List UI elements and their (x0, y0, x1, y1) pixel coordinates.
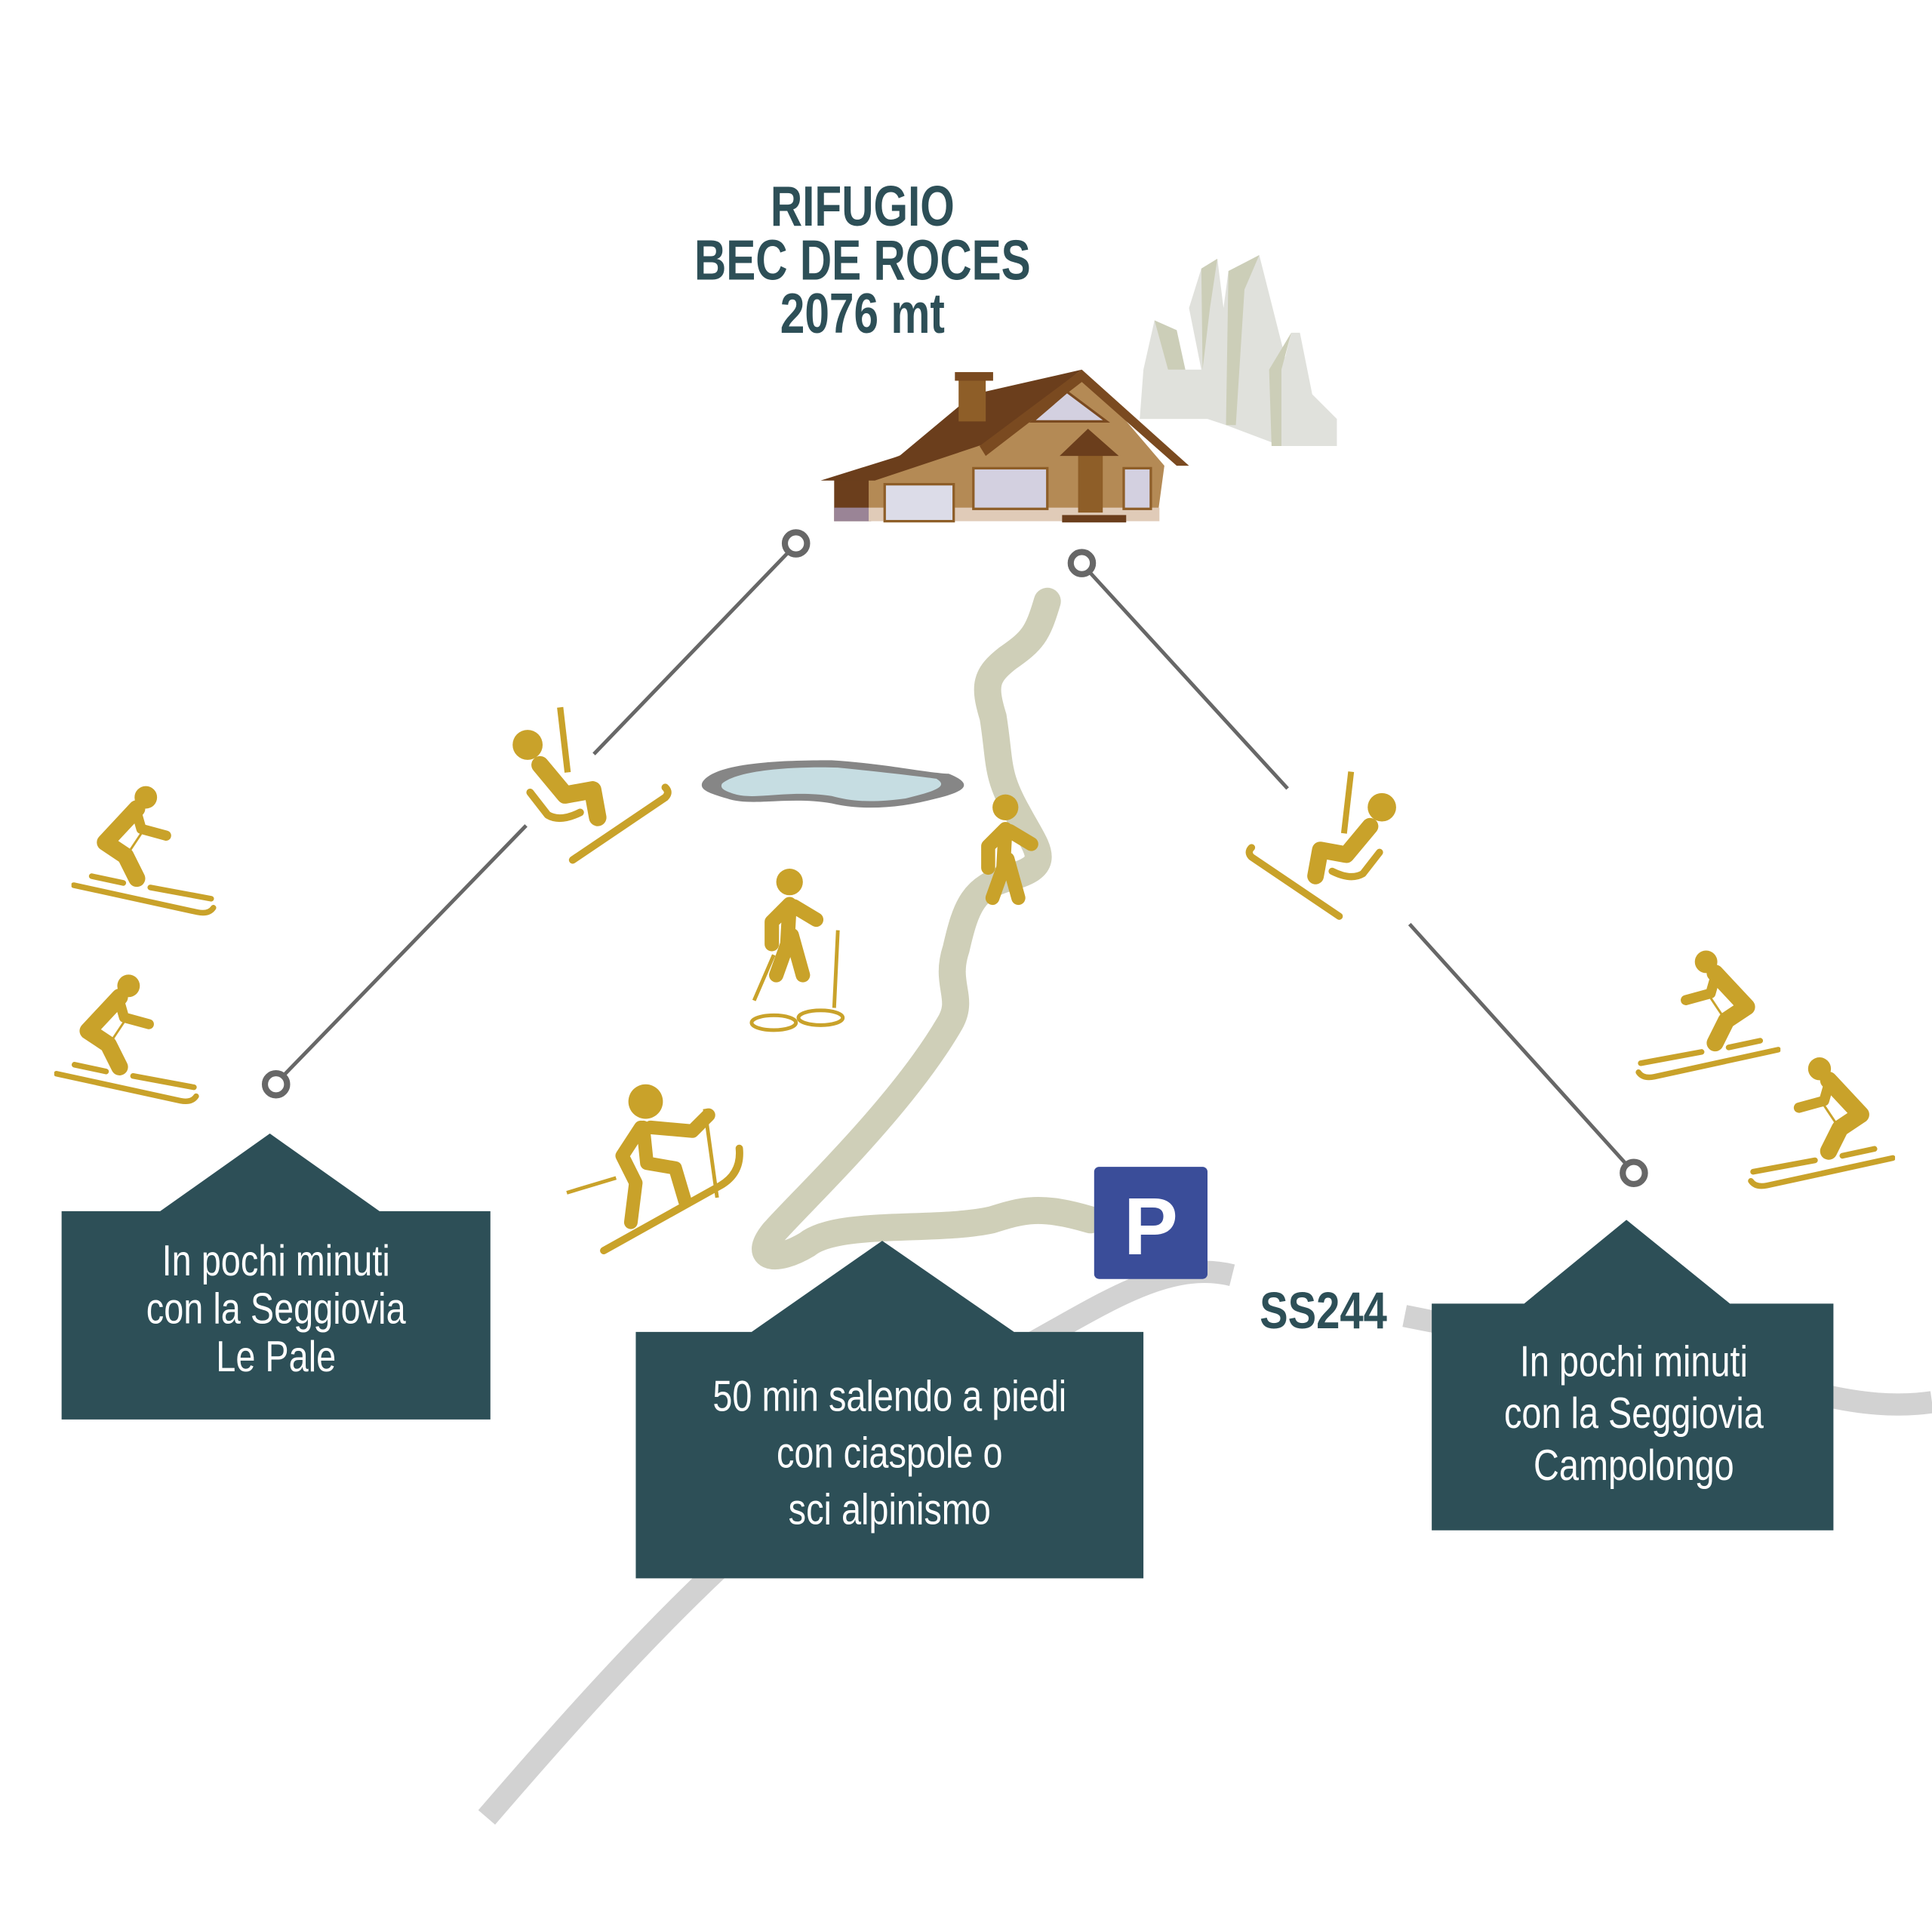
parking-sign: P (1094, 1167, 1208, 1279)
box-text-line: con la Seggiovia (146, 1285, 407, 1333)
box-text-line: sci alpinismo (789, 1486, 991, 1534)
lake (701, 760, 964, 808)
chairlift-rider-icon (1249, 772, 1396, 917)
hiking-poles-icon (752, 930, 840, 1008)
title-line-3: 2076 mt (780, 282, 945, 346)
chairlift-le-pale-bottom-station (261, 1069, 291, 1099)
info-box-campolongo: In pochi minuti con la Seggiovia Campolo… (1432, 1220, 1834, 1531)
box-text-line: In pochi minuti (162, 1237, 390, 1284)
box-text-line: Le Pale (216, 1334, 336, 1381)
box-text-line: In pochi minuti (1520, 1338, 1748, 1386)
rifugio-house-illustration (820, 369, 1189, 523)
hiking-trail (752, 587, 1104, 1270)
rifugio-title: RIFUGIO BEC DE ROCES 2076 mt (694, 175, 1031, 346)
chairlift-campolongo-bottom-station (1620, 1158, 1648, 1188)
skier-icon (57, 974, 196, 1101)
snowshoe-icon (796, 1008, 845, 1027)
title-line-1: RIFUGIO (771, 175, 955, 238)
snowshoe-icon (749, 1013, 798, 1032)
box-text-line: 50 min salendo a piedi (712, 1373, 1066, 1420)
box-text-line: con ciaspole o (777, 1429, 1003, 1477)
skier-icon (74, 786, 214, 913)
ski-mountaineer-icon (566, 1084, 743, 1255)
chairlift-campolongo-line (1088, 570, 1628, 1166)
title-line-2: BEC DE ROCES (694, 229, 1031, 293)
skier-icon (1638, 951, 1778, 1078)
chairlift-le-pale-line (281, 550, 790, 1078)
snowshoe-hiker-icon (772, 869, 817, 975)
chairlift-rider-icon (512, 707, 668, 860)
chairlift-campolongo-top-station (1067, 549, 1097, 577)
skier-icon (1751, 1057, 1893, 1186)
chairlift-le-pale-top-station (781, 529, 811, 558)
info-box-hiking: 50 min salendo a piedi con ciaspole o sc… (635, 1241, 1144, 1579)
info-box-le-pale: In pochi minuti con la Seggiovia Le Pale (61, 1134, 491, 1420)
road-label-ss244: SS244 (1260, 1282, 1387, 1340)
box-text-line: con la Seggiovia (1504, 1390, 1764, 1438)
box-text-line: Campolongo (1534, 1442, 1734, 1490)
rocks-illustration (1140, 254, 1337, 447)
parking-label: P (1124, 1180, 1178, 1272)
